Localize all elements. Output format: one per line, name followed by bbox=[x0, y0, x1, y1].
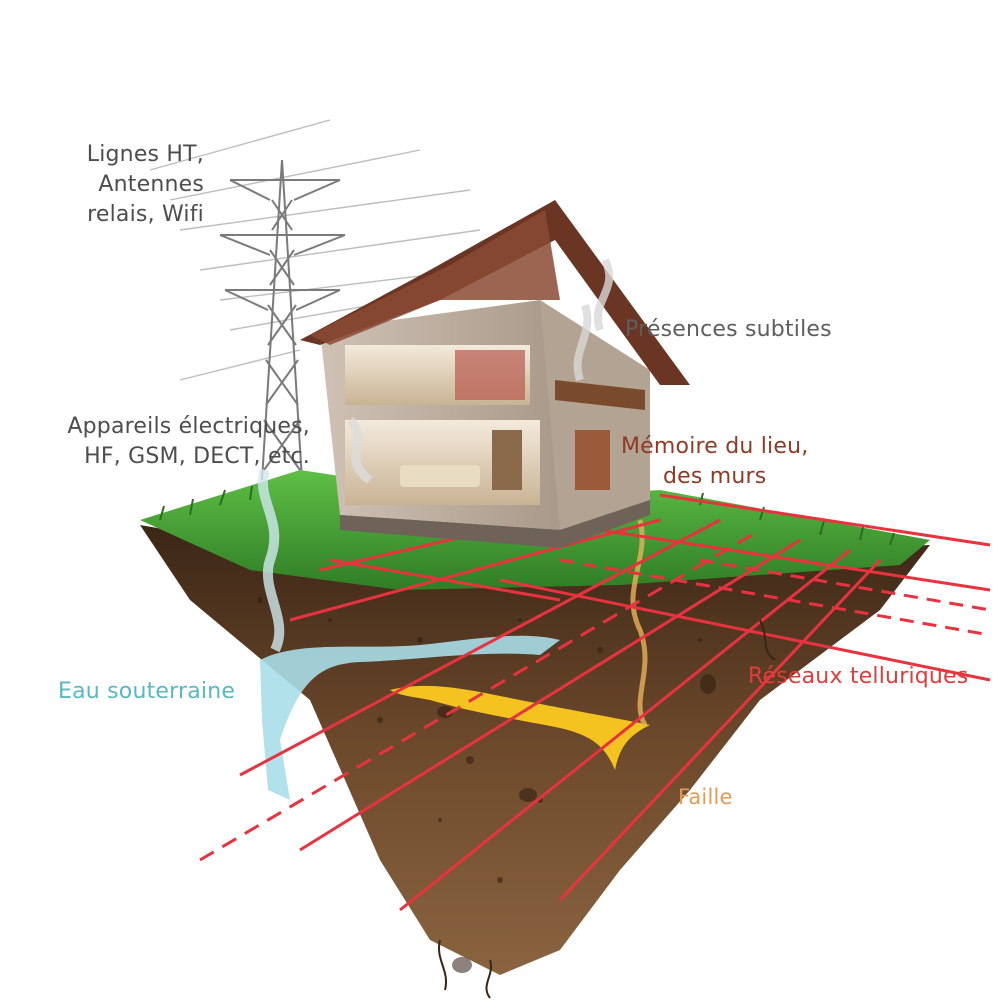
roots bbox=[437, 619, 776, 999]
house-roof-front bbox=[310, 210, 560, 345]
upper-room-kitchen bbox=[455, 350, 525, 400]
place-memory-line-2: des murs bbox=[662, 464, 767, 489]
appliances-line-1: Appareils électriques, bbox=[67, 414, 310, 439]
power-lines-line-1: Lignes HT, bbox=[86, 142, 204, 167]
place-memory-label: Mémoire du lieu, des murs bbox=[621, 432, 808, 492]
house-roof bbox=[300, 200, 690, 385]
side-door bbox=[575, 430, 610, 490]
groundwater-label: Eau souterraine bbox=[58, 679, 236, 704]
telluric-grid bbox=[199, 493, 991, 912]
house bbox=[300, 200, 690, 548]
sofa bbox=[400, 465, 480, 487]
appliance-smoke bbox=[346, 416, 373, 484]
power-wires bbox=[149, 119, 481, 381]
grass-blades bbox=[159, 485, 895, 546]
power-lines-line-3: relais, Wifi bbox=[87, 202, 204, 227]
subtle-presence-smoke bbox=[573, 258, 614, 382]
place-memory-line-1: Mémoire du lieu, bbox=[621, 434, 809, 459]
appliances-label: Appareils électriques, HF, GSM, DECT, et… bbox=[67, 412, 310, 472]
soil-block bbox=[140, 525, 930, 975]
shelf bbox=[492, 430, 522, 490]
groundwater-stream bbox=[260, 635, 560, 800]
fault-vapour bbox=[630, 519, 648, 727]
appliances-line-2: HF, GSM, DECT, etc. bbox=[84, 444, 310, 469]
house-side-wall bbox=[540, 300, 650, 530]
fault-label: Faille bbox=[678, 785, 733, 809]
power-lines-line-2: Antennes bbox=[98, 172, 204, 197]
house-base bbox=[340, 500, 650, 548]
geological-fault bbox=[390, 685, 650, 770]
power-lines-label: Lignes HT, Antennes relais, Wifi bbox=[87, 140, 204, 230]
telluric-networks-label: Réseaux telluriques bbox=[748, 664, 969, 689]
power-pylon bbox=[219, 159, 346, 481]
subtle-presences-label: Présences subtiles bbox=[625, 317, 832, 342]
groundwater-vapour bbox=[258, 468, 285, 653]
balcony bbox=[555, 380, 645, 410]
